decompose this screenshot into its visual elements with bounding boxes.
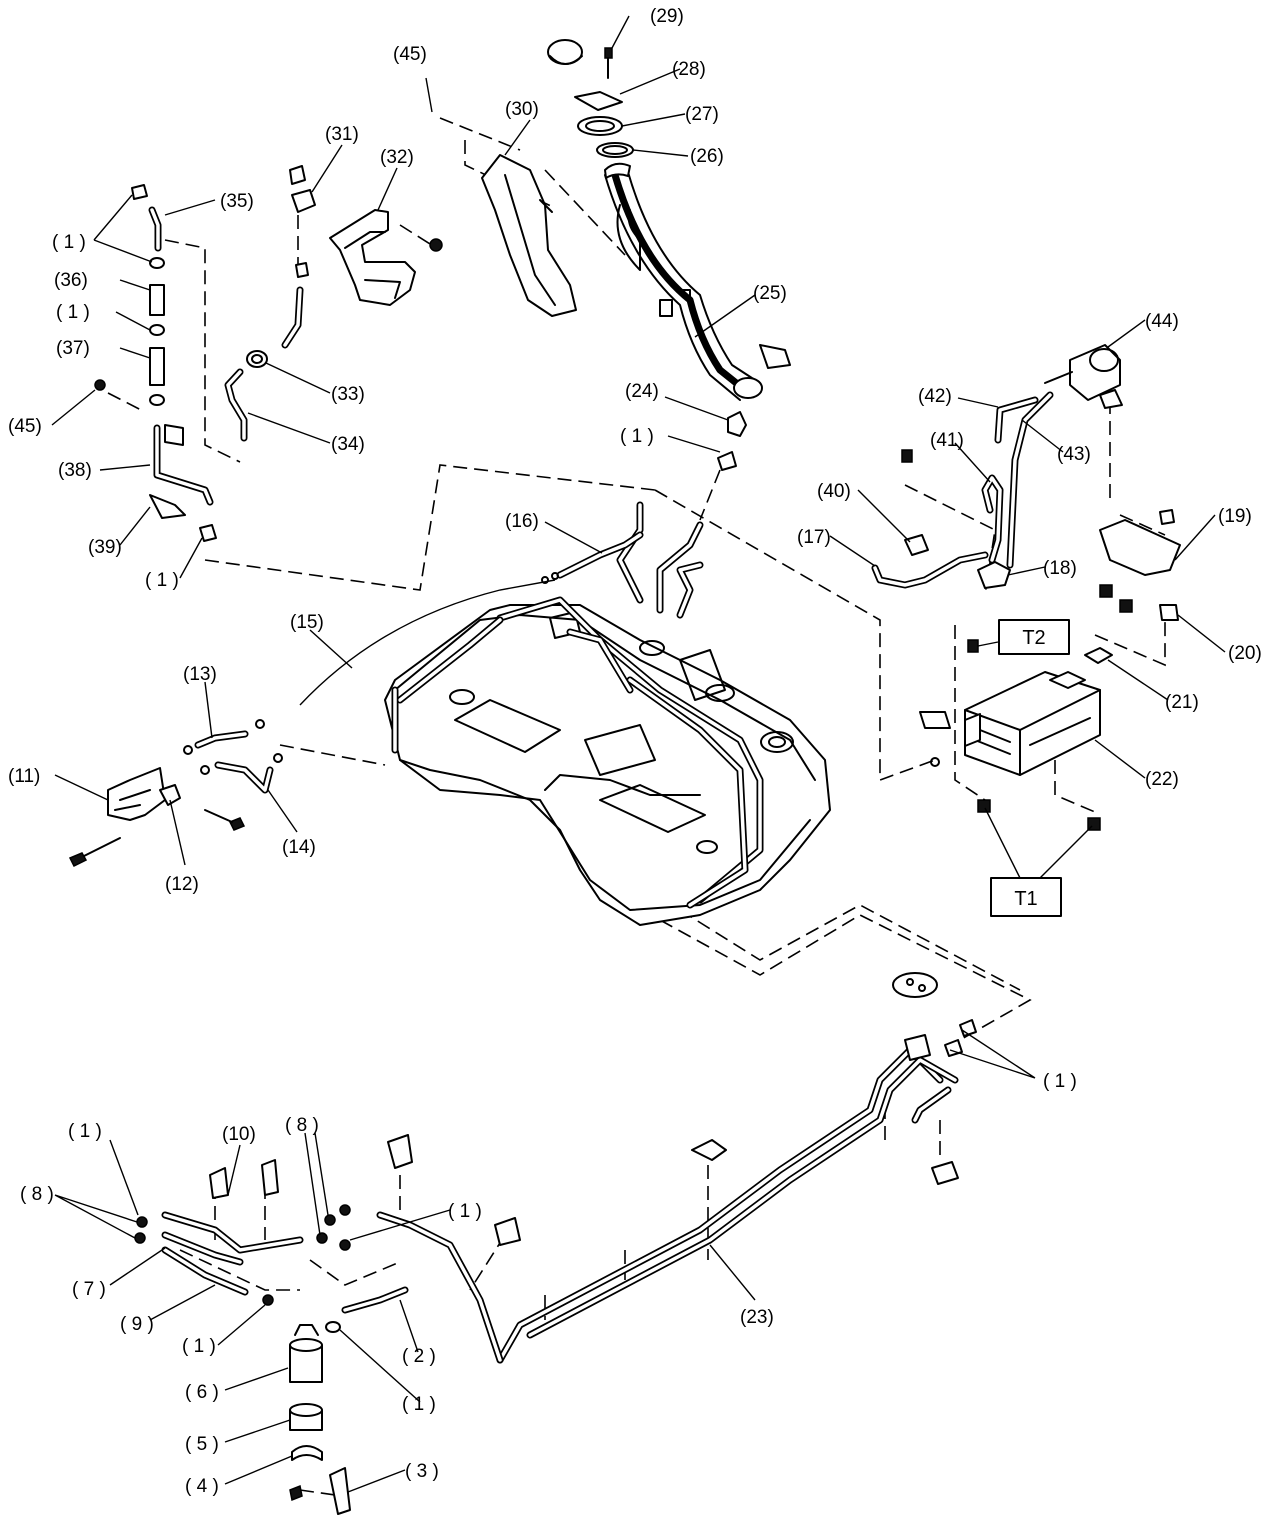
callout-37: (37) [56, 338, 90, 359]
callout-1f: ( 1 ) [68, 1121, 102, 1142]
callout-34: (34) [331, 434, 365, 455]
callout-15: (15) [290, 612, 324, 633]
callout-27: (27) [685, 104, 719, 125]
callout-21: (21) [1165, 692, 1199, 713]
fuel-tank [384, 501, 831, 926]
callout-1b: ( 1 ) [56, 302, 90, 323]
callout-9: ( 9 ) [120, 1314, 154, 1335]
callout-43: (43) [1057, 444, 1091, 465]
callout-10: (10) [222, 1124, 256, 1145]
callout-11: (11) [8, 766, 40, 787]
callout-25: (25) [753, 283, 787, 304]
callout-6: ( 6 ) [185, 1382, 219, 1403]
charcoal-canister-assembly [871, 344, 1181, 831]
callout-3: ( 3 ) [405, 1461, 439, 1482]
vent-hose-assembly [94, 184, 217, 542]
fuel-line-assembly [134, 972, 977, 1515]
purge-line-assembly [68, 531, 644, 868]
callout-labels: (29) (28) (27) (26) (45) (30) (31) (32) … [8, 6, 1262, 1497]
callout-24: (24) [625, 381, 659, 402]
callout-23: (23) [740, 1307, 774, 1328]
callout-1g: ( 1 ) [448, 1201, 482, 1222]
torque-tag-t2: T2 [998, 619, 1070, 655]
dashed-assembly-lines [107, 117, 1166, 1496]
callout-1e: ( 1 ) [1043, 1071, 1077, 1092]
callout-12: (12) [165, 874, 199, 895]
torque-tag-t1: T1 [990, 877, 1062, 917]
callout-17: (17) [797, 527, 831, 548]
callout-18: (18) [1043, 558, 1077, 579]
callout-1a: ( 1 ) [52, 232, 86, 253]
filler-pipe-assembly [481, 39, 791, 471]
callout-13: (13) [183, 664, 217, 685]
callout-19: (19) [1218, 506, 1252, 527]
callout-38: (38) [58, 460, 92, 481]
callout-31: (31) [325, 124, 359, 145]
callout-42: (42) [918, 386, 952, 407]
callout-45a: (45) [393, 44, 427, 65]
callout-44: (44) [1145, 311, 1179, 332]
callout-14: (14) [282, 837, 316, 858]
callout-22: (22) [1145, 769, 1179, 790]
callout-33: (33) [331, 384, 365, 405]
callout-29: (29) [650, 6, 684, 27]
callout-20: (20) [1228, 643, 1262, 664]
callout-1h: ( 1 ) [182, 1336, 216, 1357]
vent-valve-bracket [224, 165, 443, 442]
callout-1i: ( 1 ) [402, 1394, 436, 1415]
callout-40: (40) [817, 481, 851, 502]
callout-16: (16) [505, 511, 539, 532]
callout-8a: ( 8 ) [285, 1115, 319, 1136]
callout-5: ( 5 ) [185, 1434, 219, 1455]
callout-32: (32) [380, 147, 414, 168]
svg-text:T2: T2 [1022, 627, 1045, 649]
callout-30: (30) [505, 99, 539, 120]
svg-text:T1: T1 [1014, 888, 1037, 910]
callout-28: (28) [672, 59, 706, 80]
callout-1d: ( 1 ) [620, 426, 654, 447]
callout-8b: ( 8 ) [20, 1184, 54, 1205]
callout-1c: ( 1 ) [145, 570, 179, 591]
callout-7: ( 7 ) [72, 1279, 106, 1300]
callout-45b: (45) [8, 416, 42, 437]
callout-41: (41) [930, 430, 964, 451]
callout-36: (36) [54, 270, 88, 291]
callout-leaders [51, 15, 1226, 1493]
callout-35: (35) [220, 191, 254, 212]
callout-39: (39) [88, 537, 122, 558]
callout-2: ( 2 ) [402, 1346, 436, 1367]
callout-26: (26) [690, 146, 724, 167]
callout-4: ( 4 ) [185, 1476, 219, 1497]
